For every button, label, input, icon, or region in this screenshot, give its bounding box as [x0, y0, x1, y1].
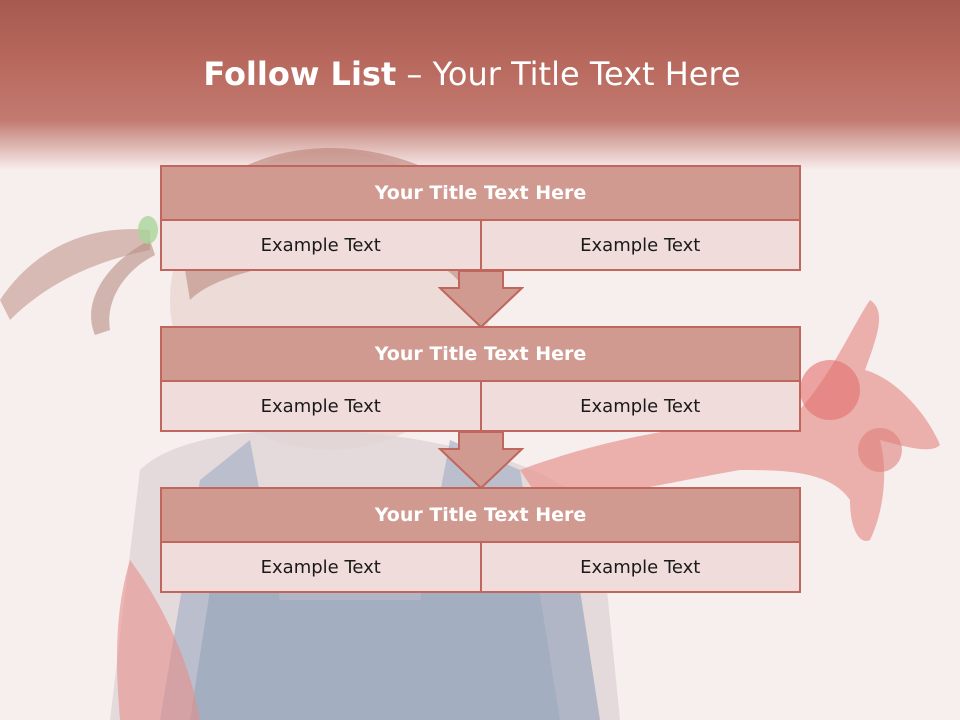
step-title-1: Your Title Text Here	[160, 165, 801, 221]
step-block-1: Your Title Text Here Example Text Exampl…	[160, 165, 801, 271]
step-title-3: Your Title Text Here	[160, 487, 801, 543]
title-band	[0, 0, 960, 170]
step-cell-right-2: Example Text	[481, 382, 801, 432]
step-block-3: Your Title Text Here Example Text Exampl…	[160, 487, 801, 593]
step-cell-left-2: Example Text	[160, 382, 482, 432]
step-cell-right-1: Example Text	[481, 221, 801, 271]
slide-title-rest: – Your Title Text Here	[406, 55, 741, 93]
step-cell-left-1: Example Text	[160, 221, 482, 271]
step-row-2: Example Text Example Text	[160, 382, 801, 432]
step-title-2: Your Title Text Here	[160, 326, 801, 382]
slide-title-bold: Follow List	[203, 55, 397, 93]
step-cell-left-3: Example Text	[160, 543, 482, 593]
down-arrow-icon	[438, 431, 524, 489]
step-row-3: Example Text Example Text	[160, 543, 801, 593]
down-arrow-icon	[438, 270, 524, 328]
step-row-1: Example Text Example Text	[160, 221, 801, 271]
step-cell-right-3: Example Text	[481, 543, 801, 593]
step-block-2: Your Title Text Here Example Text Exampl…	[160, 326, 801, 432]
slide-title: Follow List – Your Title Text Here	[0, 52, 944, 96]
